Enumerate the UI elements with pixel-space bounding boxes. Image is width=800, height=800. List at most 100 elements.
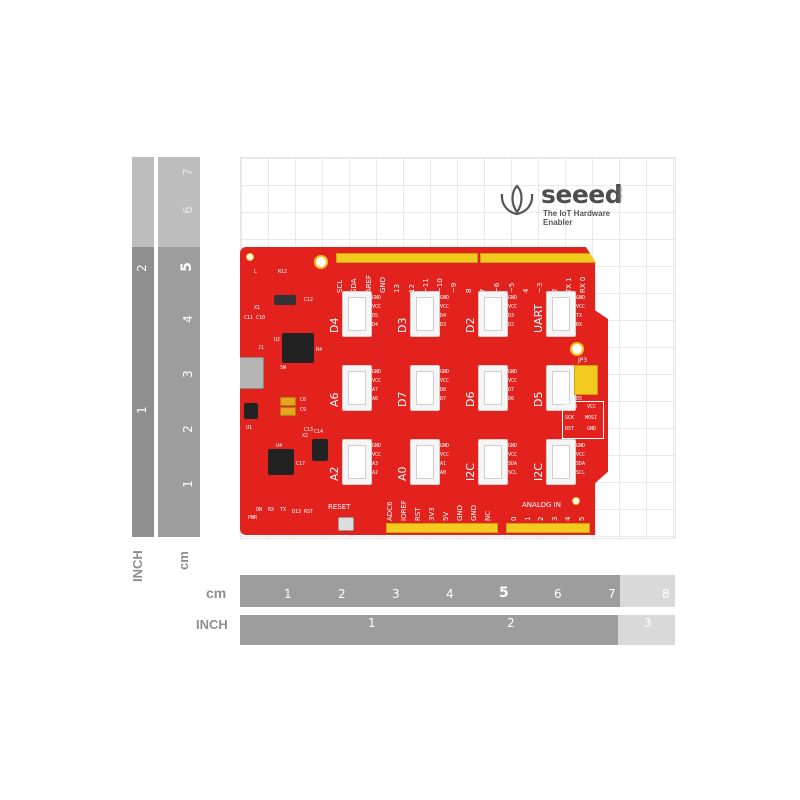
grove-port-label: A6 [328, 392, 341, 407]
bottom-header-pin-label: ADC6 [386, 501, 394, 521]
logo-studio-text: studio [616, 186, 622, 203]
component-designator: U1 [246, 425, 253, 431]
top-pin-header-left [336, 253, 478, 263]
grove-pin-label: A6 [372, 396, 379, 402]
grove-pin-label: D4 [372, 322, 379, 328]
grove-connector[interactable] [410, 291, 440, 337]
usb-port [240, 357, 264, 389]
bottom-header-pin-label: RST [414, 507, 422, 521]
grove-pin-label: VCC [576, 304, 586, 310]
component-designator: R4 [316, 347, 323, 353]
bottom-header-pin-label: IOREF [400, 500, 408, 521]
cm-tick-label: 3 [392, 587, 400, 601]
cm-tick-label: 5 [178, 262, 195, 272]
component-designator: C9 [300, 407, 307, 413]
component-designator: X2 [302, 433, 309, 439]
grove-pin-label: D4 [440, 313, 447, 319]
top-header-pin-label: ~9 [450, 282, 459, 293]
component-designator: X1 [254, 305, 261, 311]
mounting-hole [314, 255, 328, 269]
analog-in-label: ANALOG IN [522, 501, 561, 509]
grove-connector[interactable] [410, 365, 440, 411]
grove-pin-label: GND [440, 369, 450, 375]
bottom-header-pin-label: 1 [523, 516, 532, 521]
grove-pin-label: D6 [508, 396, 515, 402]
spi-pin-box: MISO VCC SCK MOSI RST GND [562, 401, 604, 439]
grove-connector[interactable] [342, 439, 372, 485]
grove-pin-label: SDA [576, 461, 586, 467]
leaf-logo-icon [500, 184, 534, 216]
bottom-inch-unit: INCH [196, 617, 228, 632]
seeed-logo: seeed The IoT Hardware Enabler studio [497, 180, 637, 227]
grove-connector[interactable] [342, 291, 372, 337]
bottom-header-pin-label: NC [484, 510, 492, 521]
grove-port-label: A2 [328, 466, 341, 481]
cm-tick-label: 2 [338, 587, 346, 601]
capacitor [280, 397, 296, 406]
mounting-hole [570, 342, 584, 356]
inch-tick-label: 2 [134, 264, 149, 272]
grove-connector[interactable] [546, 439, 576, 485]
grove-port-label: UART [532, 303, 545, 333]
grove-port-label: D3 [396, 317, 409, 333]
cm-tick-label: 1 [284, 587, 292, 601]
mounting-hole [572, 497, 580, 505]
spi-pin-label: MOSI [585, 415, 598, 421]
grove-pin-label: A0 [440, 470, 447, 476]
reset-button[interactable] [338, 517, 354, 531]
component-designator: U2 [274, 337, 281, 343]
grove-port-label: D2 [464, 317, 477, 333]
bottom-header-pin-label: 3 [550, 516, 559, 521]
component-designator: C13 [304, 427, 314, 433]
grove-pin-label: GND [440, 295, 450, 301]
inch-tick-label: 1 [134, 406, 149, 414]
bottom-pin-header-left [386, 523, 498, 533]
logo-tagline: The IoT Hardware Enabler [543, 209, 611, 227]
grove-pin-label: SDA [508, 461, 518, 467]
grove-connector[interactable] [478, 365, 508, 411]
bottom-cm-unit: cm [206, 585, 227, 601]
grove-pin-label: A1 [440, 461, 447, 467]
component-designator: PWR [248, 515, 258, 521]
component-designator: RX [268, 507, 275, 513]
inch-tick-label: 3 [644, 616, 652, 630]
grove-pin-label: A2 [372, 470, 379, 476]
component-designator: C8 [300, 397, 307, 403]
grove-pin-label: VCC [508, 452, 518, 458]
power-chip [312, 439, 328, 461]
bottom-header-pin-label: GND [470, 504, 478, 521]
grove-pin-label: D3 [508, 313, 515, 319]
crystal-oscillator [274, 295, 296, 305]
grove-connector[interactable] [546, 291, 576, 337]
bottom-ruler-inch-light: 3 [618, 615, 675, 645]
grove-connector[interactable] [342, 365, 372, 411]
grove-port-label: D5 [532, 391, 545, 407]
bottom-header-pin-label: 5V [442, 511, 450, 521]
component-designator: C14 [314, 429, 324, 435]
left-inch-unit: INCH [130, 550, 145, 582]
grove-connector[interactable] [478, 439, 508, 485]
grove-pin-label: A3 [372, 461, 379, 467]
grove-connector[interactable] [410, 439, 440, 485]
grove-pin-label: GND [508, 443, 518, 449]
top-header-pin-label: 8 [464, 288, 473, 293]
spi-pin-label: SCK [565, 415, 575, 421]
jp3-label: JP3 [578, 357, 588, 364]
component-designator: D13 [292, 509, 302, 515]
grove-port-label: A0 [396, 466, 409, 481]
component-designator: SW [280, 365, 287, 371]
component-designator: C12 [304, 297, 314, 303]
component-designator: L [254, 269, 258, 275]
grove-connector[interactable] [546, 365, 576, 411]
grove-pin-label: GND [372, 443, 382, 449]
grove-pin-label: GND [440, 443, 450, 449]
grove-port-label: D7 [396, 391, 409, 407]
bottom-header-pin-label: 2 [537, 516, 545, 521]
grove-pin-label: VCC [508, 378, 518, 384]
component-designator: J1 [258, 345, 265, 351]
bottom-header-pin-label: 3V3 [428, 507, 436, 521]
bottom-ruler-cm: 1 2 3 4 5 6 7 [240, 575, 620, 607]
grove-pin-label: VCC [440, 452, 450, 458]
grove-connector[interactable] [478, 291, 508, 337]
left-ruler-cm-light [158, 157, 200, 247]
